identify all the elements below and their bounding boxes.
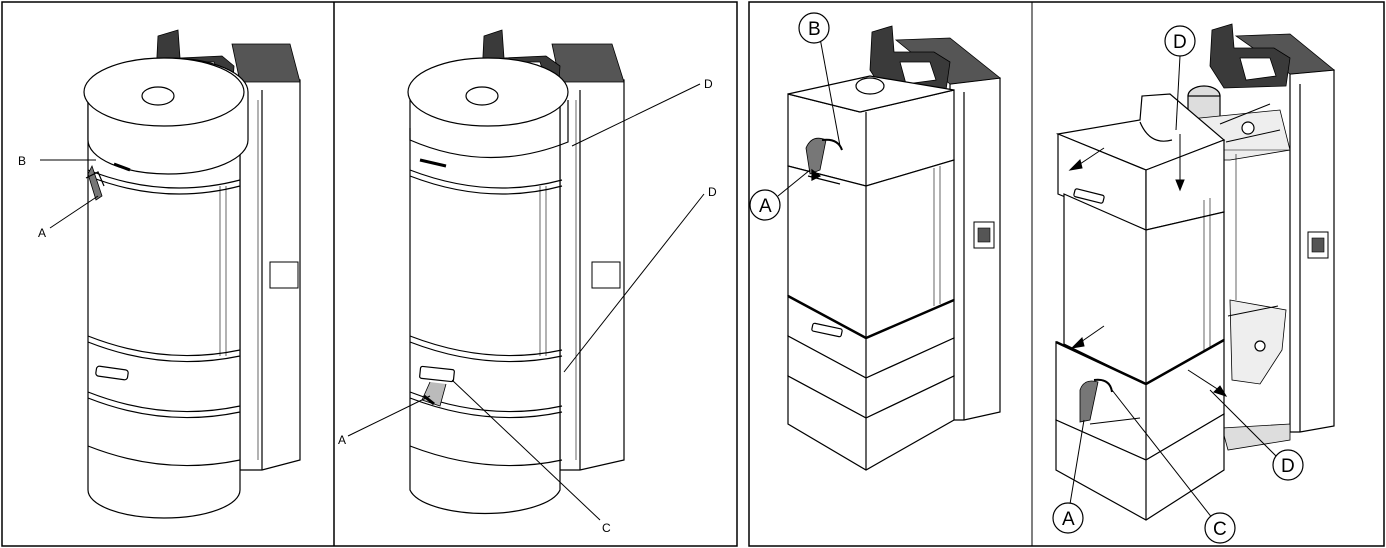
label-d-lower-2: D [708, 185, 717, 199]
leader-lines-1 [40, 159, 99, 229]
label-a-1: A [38, 226, 46, 240]
label-d-upper-2: D [704, 77, 713, 91]
label-circle-d-upper-4 [1164, 25, 1196, 57]
label-b-3: B [808, 19, 821, 40]
label-c-2: C [602, 521, 611, 535]
label-circle-a-4 [1052, 502, 1084, 534]
box-unit-1 [787, 25, 1001, 471]
leader-lines-2 [347, 83, 705, 521]
label-a-4: A [1062, 509, 1075, 530]
label-circle-d-lower-4 [1272, 449, 1304, 481]
box-unit-2 [1055, 23, 1336, 521]
leader-lines-4 [1069, 55, 1281, 529]
label-d-upper-4: D [1173, 32, 1187, 53]
label-a-2: A [338, 433, 346, 447]
label-d-lower-4: D [1281, 456, 1295, 477]
label-a-3: A [759, 196, 772, 217]
leader-lines-3 [777, 37, 841, 197]
cylinder-unit-1 [83, 29, 301, 519]
frame-left [1, 1, 738, 547]
frame-right [748, 1, 1385, 547]
label-circle-b-3 [798, 12, 830, 44]
label-circle-c-4 [1204, 512, 1236, 544]
label-c-4: C [1213, 519, 1227, 540]
label-circle-a-3 [749, 189, 781, 221]
cylinder-unit-2 [407, 29, 625, 515]
label-b-1: B [18, 154, 26, 168]
